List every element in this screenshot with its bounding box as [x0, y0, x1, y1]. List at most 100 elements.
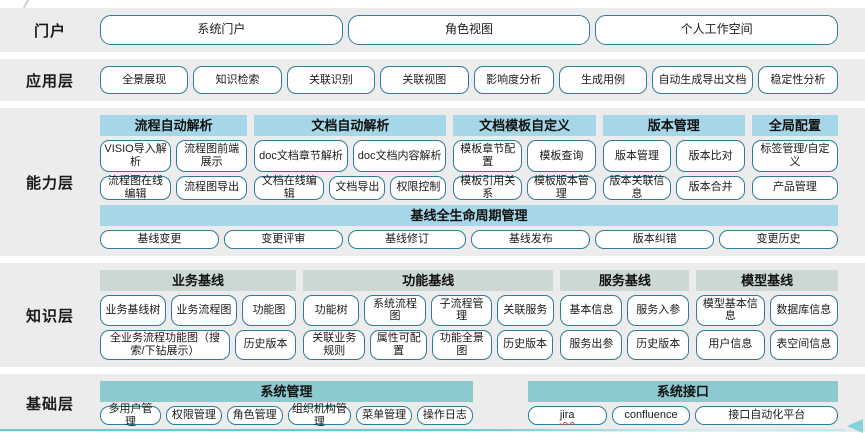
module-button[interactable]: jira	[527, 406, 607, 425]
module-button[interactable]: 模板章节配置	[453, 140, 523, 172]
module-button[interactable]: 关联识别	[286, 66, 376, 94]
module-button[interactable]: 角色管理	[226, 406, 283, 425]
module-button[interactable]: 模板引用关系	[453, 175, 523, 200]
module-group: 系统管理多用户管理权限管理角色管理组织机构管理菜单管理操作日志	[100, 381, 473, 428]
group-header: 文档自动解析	[254, 115, 447, 136]
module-button[interactable]: 关联服务	[497, 295, 554, 326]
module-button[interactable]: 模板查询	[527, 140, 596, 172]
module-button[interactable]: 基线变更	[100, 229, 219, 249]
module-button[interactable]: 历史版本	[496, 329, 554, 360]
module-button[interactable]: 历史版本	[235, 329, 297, 360]
module-button[interactable]: 全景展现	[100, 66, 189, 94]
layer-label-capability: 能力层	[25, 174, 74, 192]
module-button[interactable]: 生成用例	[558, 66, 648, 94]
button-row: 版本关联信息版本合并	[602, 175, 745, 200]
module-button[interactable]: 业务基线树	[100, 295, 166, 326]
module-button[interactable]: 基线修订	[347, 229, 467, 249]
module-button[interactable]: 用户信息	[696, 329, 765, 360]
module-button[interactable]: 个人工作空间	[595, 15, 839, 45]
module-button[interactable]: 组织机构管理	[287, 403, 352, 428]
module-button[interactable]: 流程图导出	[176, 175, 248, 200]
button-row: 功能树系统流程图子流程管理关联服务	[303, 295, 554, 326]
module-button[interactable]: 服务入参	[627, 295, 690, 326]
module-button[interactable]: 流程图在线编辑	[100, 175, 172, 200]
group-header: 功能基线	[303, 270, 554, 291]
module-button[interactable]: confluence	[611, 406, 691, 425]
module-button[interactable]: 功能图	[241, 295, 297, 326]
module-button[interactable]: doc文档内容解析	[352, 140, 447, 172]
module-button[interactable]: 系统流程图	[364, 295, 426, 326]
module-button[interactable]: 影响度分析	[473, 66, 554, 94]
button-row: VISIO导入解析流程图前端展示	[100, 140, 248, 172]
module-button[interactable]: 系统门户	[100, 15, 343, 45]
module-button[interactable]: 操作日志	[417, 406, 473, 425]
module-button[interactable]: 菜单管理	[356, 406, 412, 425]
module-button[interactable]: 关联视图	[380, 66, 469, 94]
arrow-left-icon	[847, 419, 863, 433]
module-button[interactable]: 权限管理	[166, 406, 222, 425]
module-button[interactable]: 流程图前端展示	[176, 140, 248, 172]
module-button[interactable]: 功能全景图	[432, 329, 492, 360]
module-button[interactable]: 稳定性分析	[757, 66, 838, 94]
section-row: 业务基线业务基线树业务流程图功能图全业务流程功能图（搜索/下钻展示）历史版本功能…	[100, 270, 839, 360]
group-header: 业务基线	[100, 270, 297, 291]
module-button[interactable]: VISIO导入解析	[100, 140, 172, 172]
module-button[interactable]: 变更评审	[223, 229, 343, 249]
module-button[interactable]: 标签管理/自定义	[751, 140, 838, 172]
button-row: 基本信息服务入参	[560, 295, 690, 326]
section-row: 全景展现知识检索关联识别关联视图影响度分析生成用例自动生成导出文档稳定性分析	[100, 66, 838, 94]
module-button[interactable]: 基线发布	[471, 229, 591, 249]
button-row: 服务出参历史版本	[560, 329, 690, 360]
button-row: 用户信息表空间信息	[696, 329, 839, 360]
module-button[interactable]: 文档在线编辑	[254, 175, 325, 200]
module-button[interactable]: 模板版本管理	[527, 175, 596, 200]
module-button[interactable]: 版本纠错	[595, 229, 715, 249]
module-button[interactable]: 权限控制	[390, 175, 447, 200]
module-button[interactable]: 变更历史	[719, 229, 838, 249]
module-button[interactable]: 产品管理	[751, 175, 838, 200]
bottom-accent-line	[0, 429, 845, 431]
button-row: 模板引用关系模板版本管理	[453, 175, 596, 200]
group-header: 模型基线	[696, 270, 838, 291]
module-button[interactable]: 模型基本信息	[696, 295, 765, 326]
module-button[interactable]: doc文档章节解析	[254, 140, 348, 172]
module-button[interactable]: 版本管理	[602, 140, 672, 172]
button-row: 全业务流程功能图（搜索/下钻展示）历史版本	[100, 329, 297, 360]
module-button[interactable]: 属性可配置	[370, 329, 428, 360]
module-button[interactable]: 接口自动化平台	[695, 406, 839, 425]
module-button[interactable]: 全业务流程功能图（搜索/下钻展示）	[100, 329, 231, 360]
layer-band-portal: 门户系统门户角色视图个人工作空间	[0, 8, 865, 52]
button-row: 关联业务规则属性可配置功能全景图历史版本	[303, 329, 554, 360]
module-button[interactable]: 版本关联信息	[602, 175, 672, 200]
module-button[interactable]: 业务流程图	[170, 295, 237, 326]
layer-bands-container: 门户系统门户角色视图个人工作空间应用层 全景展现知识检索关联识别关联视图影响度分析…	[0, 8, 865, 432]
button-row: 系统门户角色视图个人工作空间	[100, 15, 839, 45]
module-button[interactable]: 子流程管理	[430, 295, 493, 326]
module-button[interactable]: 版本比对	[676, 140, 745, 172]
module-button[interactable]: 角色视图	[347, 15, 591, 45]
button-row: 流程图在线编辑流程图导出	[100, 175, 248, 200]
module-button[interactable]: 知识检索	[193, 66, 282, 94]
module-button[interactable]: 表空间信息	[769, 329, 839, 360]
button-row: 多用户管理权限管理角色管理组织机构管理菜单管理操作日志	[100, 403, 473, 428]
module-button[interactable]: 基本信息	[560, 295, 623, 326]
module-button[interactable]: 功能树	[303, 295, 360, 326]
layer-label-app: 应用层	[25, 72, 74, 90]
module-button[interactable]: 版本合并	[676, 175, 745, 200]
module-button[interactable]: 文档导出	[329, 175, 386, 200]
button-row: 业务基线树业务流程图功能图	[100, 295, 297, 326]
button-row: 全景展现知识检索关联识别关联视图影响度分析生成用例自动生成导出文档稳定性分析	[100, 66, 838, 94]
module-group: 全局配置标签管理/自定义产品管理	[751, 115, 838, 200]
module-button[interactable]: 服务出参	[560, 329, 623, 360]
module-button[interactable]: 历史版本	[627, 329, 690, 360]
module-button[interactable]: 关联业务规则	[303, 329, 366, 360]
module-button[interactable]: 自动生成导出文档	[652, 66, 753, 94]
module-button[interactable]: 多用户管理	[100, 403, 162, 428]
module-button[interactable]: 数据库信息	[769, 295, 839, 326]
